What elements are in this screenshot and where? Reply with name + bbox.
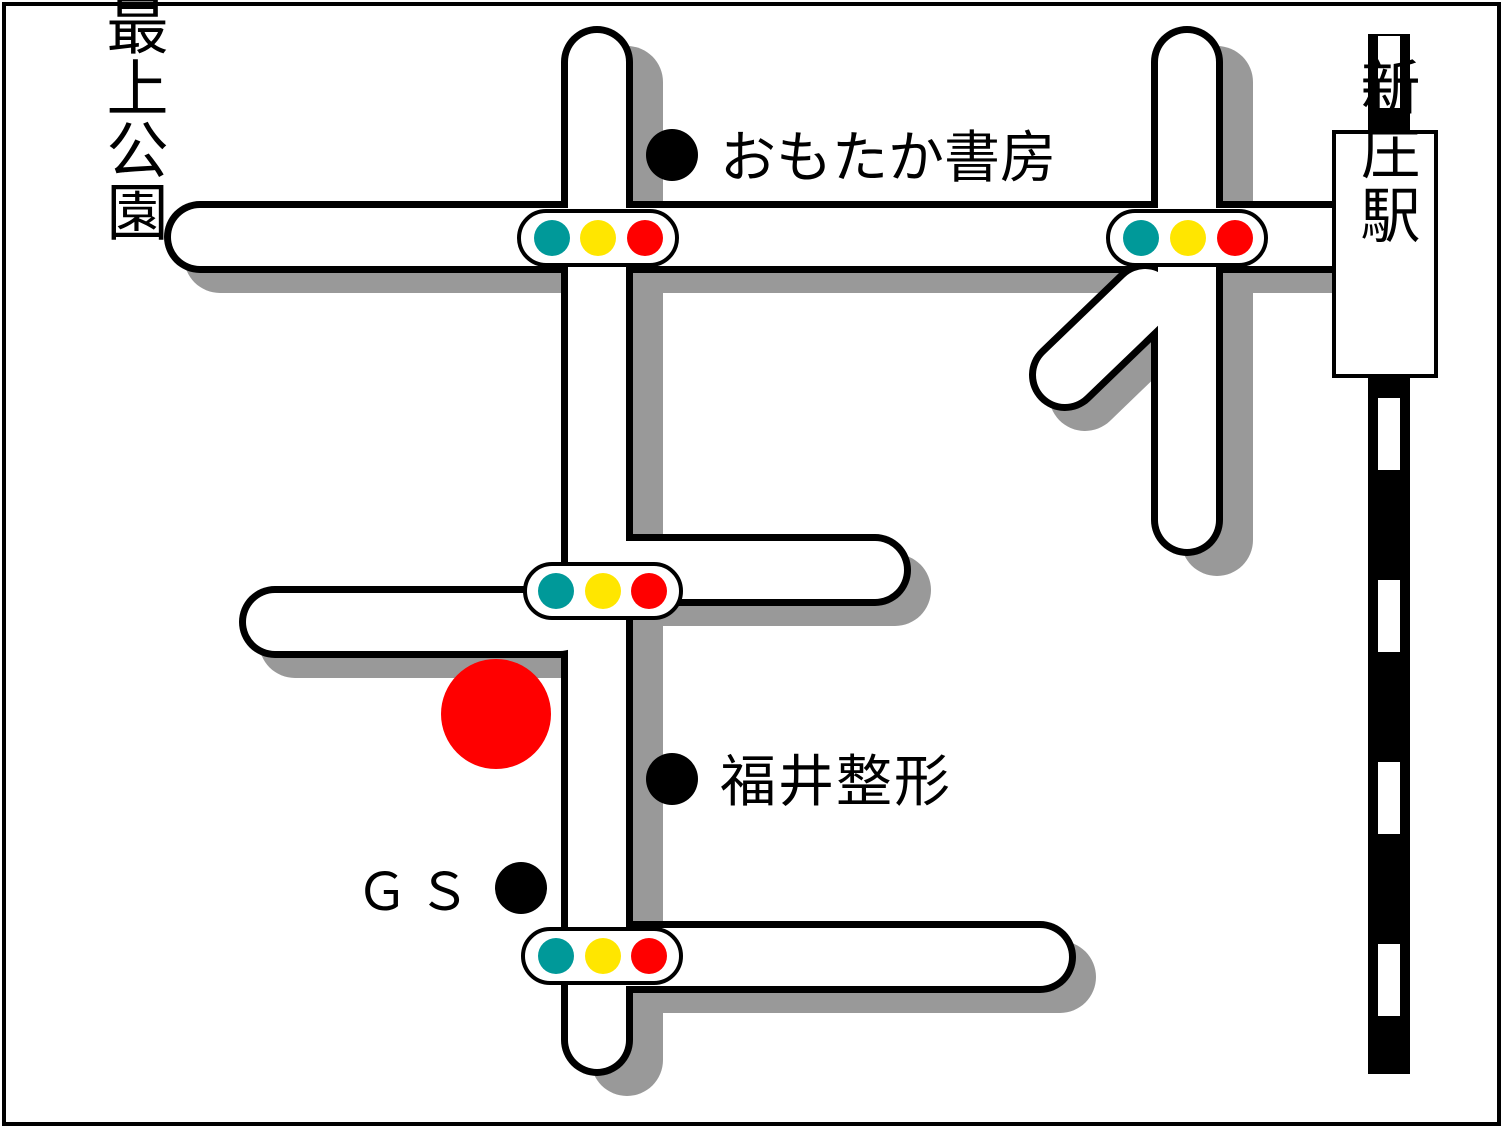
traffic-light-icon [631, 938, 667, 974]
traffic-light-icon [538, 573, 574, 609]
traffic-light-icon [585, 573, 621, 609]
traffic-light-icon [1170, 220, 1206, 256]
station-box: 新庄駅 [1332, 56, 1438, 378]
park-label: 最上公園 [96, 0, 169, 242]
station-label: 新庄駅 [1350, 56, 1420, 248]
traffic-light-icon [1123, 220, 1159, 256]
gas-station-label: ＧＳ [356, 863, 480, 923]
clinic-label: 福井整形 [720, 750, 952, 815]
traffic-light-icon [1217, 220, 1253, 256]
bookstore-label: おもたか書房 [720, 126, 1056, 191]
landmark-dot-icon [495, 862, 547, 914]
traffic-light-icon [538, 938, 574, 974]
traffic-light-icon [585, 938, 621, 974]
traffic-light-north-east [1106, 209, 1268, 267]
traffic-light-north-west [517, 209, 679, 267]
landmark-dot-icon [646, 129, 698, 181]
traffic-light-icon [580, 220, 616, 256]
traffic-light-icon [631, 573, 667, 609]
traffic-light-south [521, 927, 683, 985]
traffic-light-icon [627, 220, 663, 256]
destination-marker-icon [441, 659, 551, 769]
traffic-light-icon [534, 220, 570, 256]
traffic-light-middle [523, 562, 683, 620]
landmark-dot-icon [646, 753, 698, 805]
